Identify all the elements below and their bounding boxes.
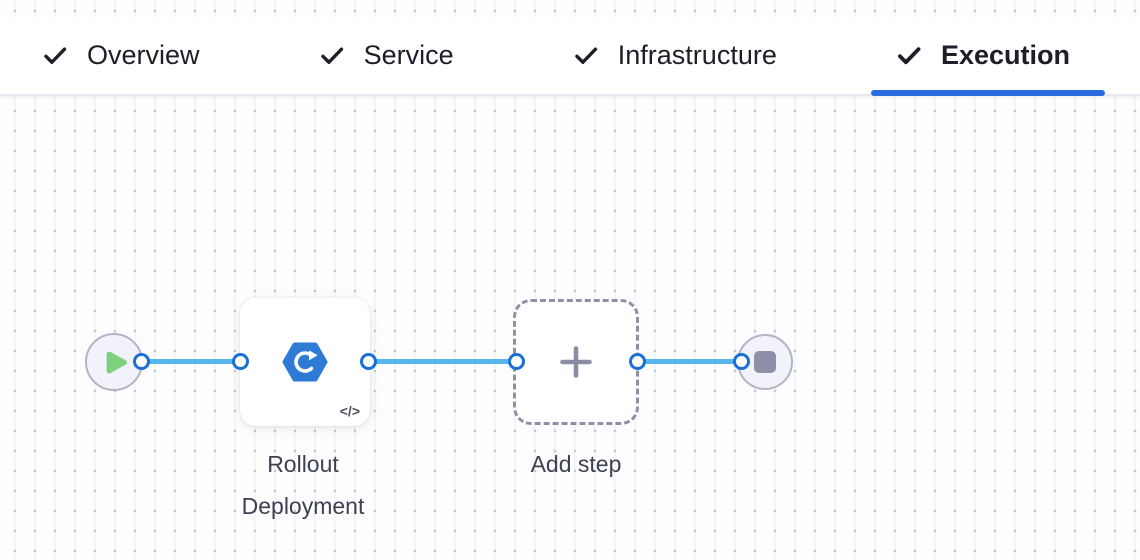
connection-port[interactable] [629, 353, 646, 370]
tab-execution[interactable]: Execution [870, 17, 1105, 96]
check-icon [42, 42, 69, 69]
stop-icon [754, 351, 776, 373]
connector-line [637, 359, 742, 364]
rollout-deployment-icon [282, 340, 328, 384]
tab-label: Infrastructure [617, 40, 777, 70]
code-view-icon: </> [339, 403, 360, 419]
tab-service[interactable]: Service [319, 17, 454, 94]
connection-port[interactable] [360, 353, 377, 370]
tab-label: Service [363, 40, 454, 70]
active-tab-underline [870, 90, 1105, 96]
play-icon [105, 350, 128, 375]
add-step-node[interactable] [513, 299, 639, 425]
connector-line [142, 359, 240, 364]
pipeline-stage-tab-bar: Overview Service Infrastructure Executio… [0, 17, 1140, 96]
connection-port[interactable] [508, 353, 525, 370]
tab-label: Execution [940, 40, 1070, 70]
step-node-label: Rollout Deployment [241, 451, 365, 519]
step-node-rollout-deployment[interactable]: </> [240, 298, 370, 426]
connection-port[interactable] [733, 353, 750, 370]
add-step-label: Add step [530, 451, 622, 477]
check-icon [896, 42, 923, 69]
connector-line [368, 359, 517, 364]
tab-overview[interactable]: Overview [42, 17, 200, 94]
check-icon [319, 42, 346, 69]
pipeline-start-node[interactable] [85, 333, 143, 391]
plus-icon [559, 345, 593, 379]
connection-port[interactable] [232, 353, 249, 370]
tab-label: Overview [87, 40, 200, 70]
connection-port[interactable] [133, 353, 150, 370]
check-icon [573, 42, 600, 69]
tab-infrastructure[interactable]: Infrastructure [573, 17, 777, 94]
